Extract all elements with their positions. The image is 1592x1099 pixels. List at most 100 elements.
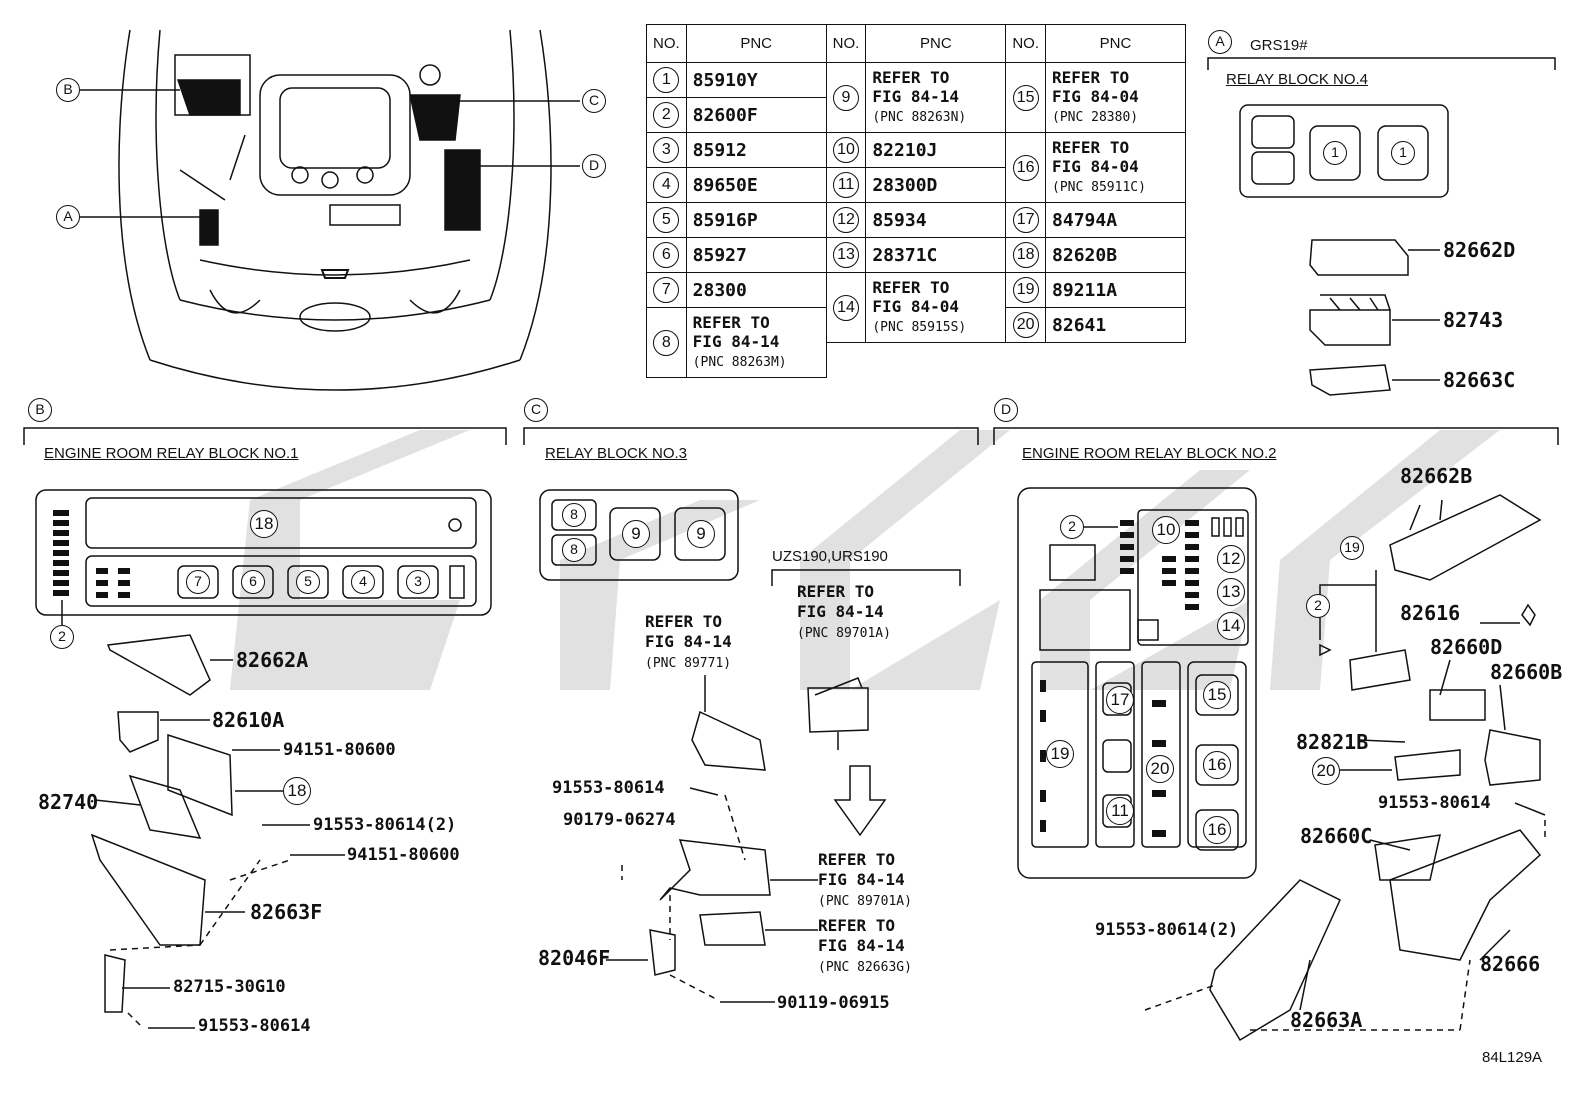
relay-12-marker[interactable]: 12	[1217, 545, 1245, 573]
relay-19-marker[interactable]: 19	[1046, 740, 1074, 768]
part-number[interactable]: 82740	[38, 790, 99, 814]
relay-5-marker[interactable]: 5	[296, 570, 320, 594]
part-number[interactable]: 90179-06274	[563, 810, 676, 830]
row-number: 4	[653, 172, 680, 198]
part-number[interactable]: 91553-80614	[1378, 793, 1491, 813]
part-number[interactable]: 82046F	[538, 946, 611, 970]
relay-8-marker[interactable]: 8	[562, 503, 586, 527]
relay-18-marker[interactable]: 18	[283, 777, 311, 805]
part-number[interactable]: 82662A	[236, 648, 309, 672]
pnc-cell[interactable]: 82641	[1045, 307, 1187, 343]
relay-14-marker[interactable]: 14	[1217, 612, 1245, 640]
part-number[interactable]: 82663C	[1443, 368, 1516, 392]
callout-c-section[interactable]: C	[524, 398, 548, 422]
relay-9-marker[interactable]: 9	[687, 520, 715, 548]
relay-11-marker[interactable]: 11	[1106, 797, 1134, 825]
callout-a-section[interactable]: A	[1208, 30, 1232, 54]
callout-b-section[interactable]: B	[28, 398, 52, 422]
relay-4-marker[interactable]: 4	[351, 570, 375, 594]
relay-8-marker[interactable]: 8	[562, 538, 586, 562]
section-d-title: ENGINE ROOM RELAY BLOCK NO.2	[1022, 445, 1277, 462]
table-header-pnc: PNC	[865, 24, 1007, 63]
section-c-model: UZS190,URS190	[772, 548, 888, 565]
part-number[interactable]: 82662B	[1400, 464, 1473, 488]
callout-c[interactable]: C	[582, 89, 606, 113]
pnc-cell[interactable]: 85912	[685, 132, 827, 168]
part-number[interactable]: 94151-80600	[347, 845, 460, 865]
relay-1-marker[interactable]: 1	[1391, 141, 1415, 165]
row-number: 13	[833, 242, 859, 268]
part-number[interactable]: 82821B	[1296, 730, 1369, 754]
part-number[interactable]: 91553-80614	[552, 778, 665, 798]
part-number[interactable]: 82715-30G10	[173, 977, 286, 997]
relay-17-marker[interactable]: 17	[1106, 686, 1134, 714]
relay-1-marker[interactable]: 1	[1323, 141, 1347, 165]
relay-18-marker[interactable]: 18	[250, 510, 278, 538]
relay-6-marker[interactable]: 6	[241, 570, 265, 594]
part-number[interactable]: 82663F	[250, 900, 323, 924]
row-number: 20	[1012, 312, 1039, 338]
part-number[interactable]: 91553-80614(2)	[313, 815, 457, 835]
pnc-cell[interactable]: 85910Y	[685, 62, 827, 98]
row-number: 5	[653, 207, 680, 233]
table-row: 5 85916P 12 85934 17 84794A	[646, 202, 1187, 238]
pnc-cell[interactable]: 84794A	[1045, 202, 1187, 238]
relay-15-marker[interactable]: 15	[1203, 681, 1231, 709]
pnc-cell[interactable]: 85934	[865, 202, 1007, 238]
relay-2-marker[interactable]: 2	[50, 625, 74, 649]
table-header-no: NO.	[1005, 24, 1047, 63]
relay-16-marker[interactable]: 16	[1203, 751, 1231, 779]
pnc-cell[interactable]: 89211A	[1045, 272, 1187, 308]
callout-d-section[interactable]: D	[994, 398, 1018, 422]
pnc-cell[interactable]: 28300D	[865, 167, 1007, 203]
row-number: 10	[833, 137, 859, 163]
part-number[interactable]: 82743	[1443, 308, 1504, 332]
relay-9-marker[interactable]: 9	[622, 520, 650, 548]
part-number[interactable]: 91553-80614	[198, 1016, 311, 1036]
pnc-cell[interactable]: 85927	[685, 237, 827, 273]
relay-2-marker[interactable]: 2	[1060, 515, 1084, 539]
pnc-cell[interactable]: 82620B	[1045, 237, 1187, 273]
part-number[interactable]: 91553-80614(2)	[1095, 920, 1239, 940]
relay-7-marker[interactable]: 7	[186, 570, 210, 594]
part-number[interactable]: 94151-80600	[283, 740, 396, 760]
callout-a[interactable]: A	[56, 205, 80, 229]
relay-13-marker[interactable]: 13	[1217, 578, 1245, 606]
part-number[interactable]: 82666	[1480, 952, 1541, 976]
relay-3-marker[interactable]: 3	[406, 570, 430, 594]
pnc-cell[interactable]: 82600F	[685, 97, 827, 133]
part-number[interactable]: 82660C	[1300, 824, 1373, 848]
callout-d[interactable]: D	[582, 154, 606, 178]
callout-b[interactable]: B	[56, 78, 80, 102]
relay-20-marker[interactable]: 20	[1146, 755, 1174, 783]
table-header-no: NO.	[825, 24, 867, 63]
pnc-cell[interactable]: 82210J	[865, 132, 1007, 168]
relay-20-marker[interactable]: 20	[1312, 757, 1340, 785]
relay-2-marker[interactable]: 2	[1306, 594, 1330, 618]
row-number: 11	[833, 172, 859, 198]
part-number[interactable]: 82660B	[1490, 660, 1563, 684]
relay-16-marker[interactable]: 16	[1203, 816, 1231, 844]
part-number[interactable]: 82616	[1400, 601, 1461, 625]
relay-10-marker[interactable]: 10	[1152, 516, 1180, 544]
part-number[interactable]: 82610A	[212, 708, 285, 732]
pnc-cell[interactable]: 89650E	[685, 167, 827, 203]
pnc-cell[interactable]: 28371C	[865, 237, 1007, 273]
part-number[interactable]: 82663A	[1290, 1008, 1363, 1032]
relay-19-marker[interactable]: 19	[1340, 536, 1364, 560]
part-number[interactable]: 82662D	[1443, 238, 1516, 262]
pnc-cell[interactable]: 28300	[685, 272, 827, 308]
part-number[interactable]: 82660D	[1430, 635, 1503, 659]
pnc-cell[interactable]: 85916P	[685, 202, 827, 238]
part-number[interactable]: 90119-06915	[777, 993, 890, 1013]
